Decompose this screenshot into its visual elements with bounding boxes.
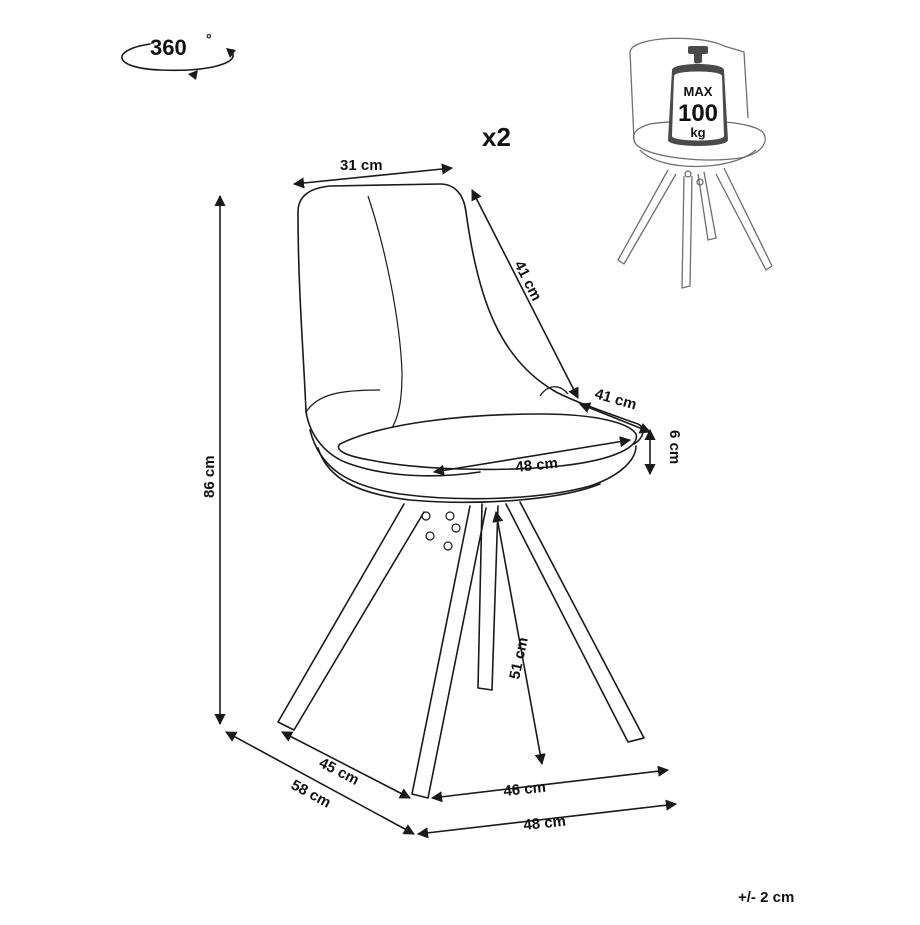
tolerance-note: +/- 2 cm [738, 889, 794, 906]
base-depth-label: 45 cm [316, 754, 362, 788]
rotation-360-icon: 360 ° [121, 31, 236, 80]
rotation-label: 360 [150, 35, 187, 60]
max-load-line3: kg [690, 125, 705, 140]
seat-width-label: 48 cm [515, 455, 559, 476]
quantity-label: x2 [482, 122, 511, 152]
dimension-seat-height: 51 cm [492, 510, 546, 766]
dimension-backrest-height: 41 cm [471, 189, 579, 399]
total-depth-label: 58 cm [288, 777, 334, 812]
dimension-total-height: 86 cm [201, 194, 226, 726]
backrest-height-label: 41 cm [510, 258, 544, 304]
dimension-total-depth: 58 cm [225, 731, 415, 835]
seat-thickness-label: 6 cm [666, 430, 683, 464]
seat-height-label: 51 cm [506, 636, 531, 681]
backrest-width-label: 31 cm [340, 157, 383, 174]
max-load-line1: MAX [684, 84, 713, 99]
dimension-base-width: 46 cm [430, 765, 670, 803]
chair-illustration [277, 183, 645, 799]
rotation-unit: ° [206, 31, 212, 47]
weight-icon: MAX 100 kg [668, 46, 728, 146]
total-width-label: 48 cm [523, 813, 567, 834]
dimension-total-width: 48 cm [416, 799, 678, 839]
dimension-backrest-width: 31 cm [292, 157, 454, 189]
max-load-line2: 100 [678, 100, 718, 127]
max-load-chair-illustration: MAX 100 kg [617, 37, 773, 289]
base-width-label: 46 cm [503, 779, 547, 800]
dimension-seat-thickness: 6 cm [644, 428, 683, 476]
total-height-label: 86 cm [201, 455, 218, 498]
dimension-seat-width: 48 cm [432, 436, 632, 476]
